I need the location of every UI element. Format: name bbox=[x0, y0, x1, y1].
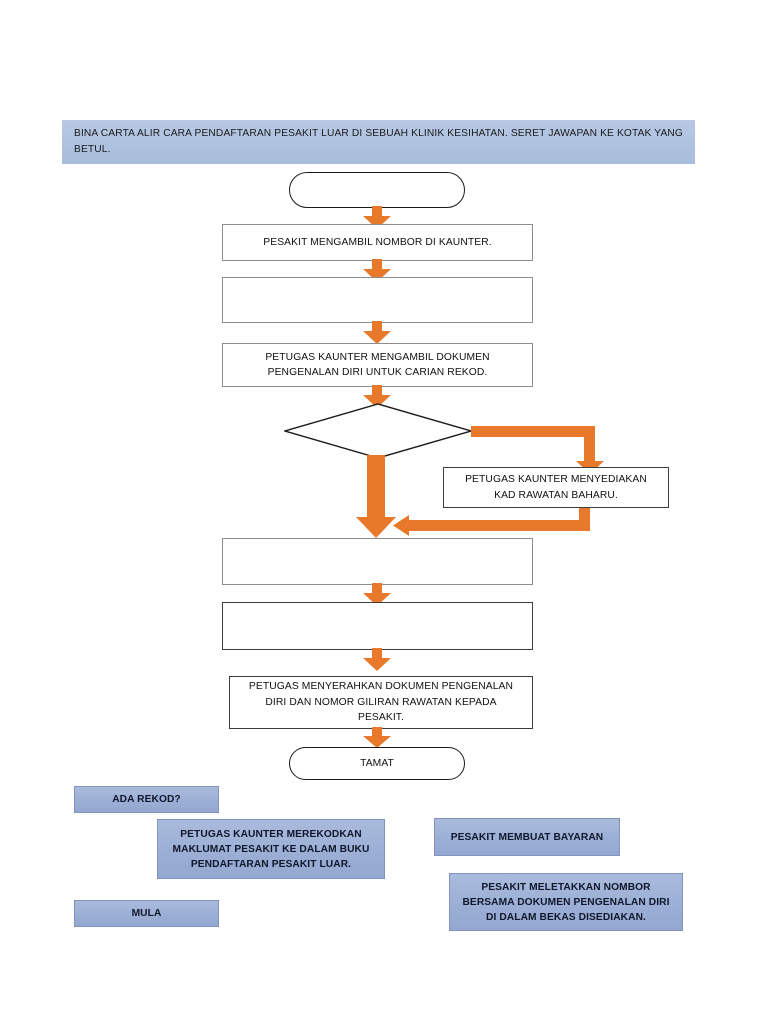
connector-branch-return-vertical bbox=[579, 508, 590, 531]
answer-chip-mula[interactable]: MULA bbox=[74, 900, 219, 927]
flow-node-end[interactable]: TAMAT bbox=[289, 747, 465, 780]
connector-branch-right-horizontal bbox=[471, 426, 595, 437]
answer-chip-bayaran[interactable]: PESAKIT MEMBUAT BAYARAN bbox=[434, 818, 620, 856]
instruction-banner: BINA CARTA ALIR CARA PENDAFTARAN PESAKIT… bbox=[62, 120, 695, 164]
answer-chip-meletakkan[interactable]: PESAKIT MELETAKKAN NOMBOR BERSAMA DOKUME… bbox=[449, 873, 683, 931]
connector-branch-return-horizontal bbox=[404, 520, 590, 531]
connector-trunk-decision-to-step4 bbox=[367, 455, 385, 523]
flow-node-step1[interactable]: PESAKIT MENGAMBIL NOMBOR DI KAUNTER. bbox=[222, 224, 533, 261]
flow-node-step5[interactable] bbox=[222, 602, 533, 650]
connector-arrow-step6-to-end bbox=[362, 727, 392, 749]
connector-arrow-branch-merge bbox=[392, 514, 410, 537]
connector-arrow-step2-to-step3 bbox=[362, 321, 392, 345]
connector-arrow-step5-to-step6 bbox=[362, 648, 392, 672]
flow-node-step4[interactable] bbox=[222, 538, 533, 585]
flow-node-step6[interactable]: PETUGAS MENYERAHKAN DOKUMEN PENGENALAN D… bbox=[229, 676, 533, 729]
flow-node-step3[interactable]: PETUGAS KAUNTER MENGAMBIL DOKUMEN PENGEN… bbox=[222, 343, 533, 387]
answer-chip-ada-rekod[interactable]: ADA REKOD? bbox=[74, 786, 219, 813]
flow-node-decision-label bbox=[284, 403, 472, 459]
connector-arrow-trunk-to-step4 bbox=[355, 515, 397, 539]
flow-node-start[interactable] bbox=[289, 172, 465, 208]
connector-arrow-step4-to-step5 bbox=[362, 583, 392, 607]
connector-arrow-step3-to-decision bbox=[362, 385, 392, 409]
flow-node-step2[interactable] bbox=[222, 277, 533, 323]
connector-arrow-start-to-step1 bbox=[362, 206, 392, 230]
answer-chip-merekodkan[interactable]: PETUGAS KAUNTER MEREKODKAN MAKLUMAT PESA… bbox=[157, 819, 385, 879]
connector-branch-right-vertical bbox=[584, 426, 595, 461]
connector-arrow-step1-to-step2 bbox=[362, 259, 392, 283]
flow-node-branch-no[interactable]: PETUGAS KAUNTER MENYEDIAKAN KAD RAWATAN … bbox=[443, 467, 669, 508]
